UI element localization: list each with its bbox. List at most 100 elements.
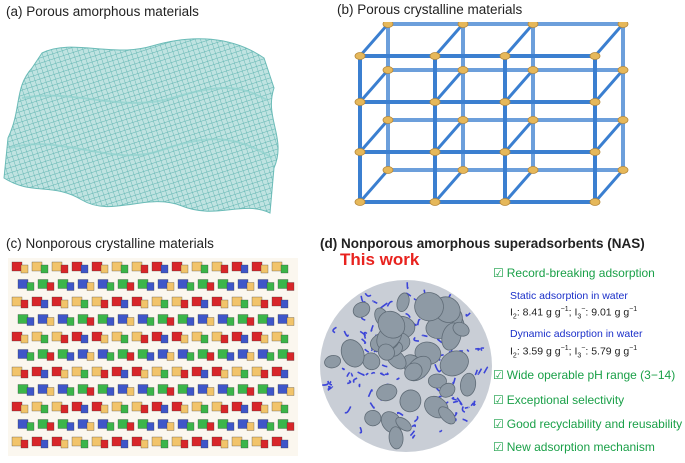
crystal-block (260, 264, 269, 274)
crystal-block (126, 352, 135, 361)
linker-strand (452, 400, 459, 404)
crystal-block (171, 261, 183, 272)
crystal-block (137, 349, 149, 359)
crystal-block (66, 317, 75, 326)
lattice-node (527, 166, 539, 174)
crystal-block (31, 261, 43, 272)
linker-strand (332, 326, 337, 334)
crystal-block (46, 422, 55, 431)
lattice-node (499, 198, 511, 206)
crystal-block (246, 387, 255, 396)
crystal-block (11, 331, 23, 342)
crystal-block (231, 261, 243, 272)
crystal-block (251, 436, 263, 447)
crystal-block (206, 352, 215, 361)
molecular-disc (377, 310, 406, 339)
linker-strand (386, 300, 393, 307)
crystal-block (277, 279, 289, 289)
crystal-block (191, 261, 203, 272)
linker-strand (361, 338, 367, 344)
linker-strand (413, 336, 419, 342)
lattice-node (589, 198, 601, 206)
molecular-disc (377, 343, 395, 361)
lattice-node (527, 116, 539, 124)
crystal-block (131, 261, 143, 272)
crystal-block (226, 422, 235, 431)
crystal-block (280, 439, 289, 449)
crystal-block (217, 384, 229, 394)
crystal-block (100, 334, 109, 344)
crystal-block (120, 299, 129, 309)
crystal-block (171, 296, 183, 307)
lattice-node (354, 198, 366, 206)
crystal-block (180, 369, 189, 379)
lattice-node (354, 52, 366, 60)
crystal-block (186, 282, 195, 291)
crystal-block (46, 352, 55, 361)
crystal-block (160, 264, 169, 274)
crystal-block (200, 369, 209, 379)
crystal-block (200, 439, 209, 449)
crystal-block (120, 369, 129, 379)
linker-strand (405, 312, 411, 319)
linker-strand (341, 367, 346, 371)
crystal-block (26, 352, 35, 361)
crystal-block (51, 401, 63, 412)
crystal-block (80, 264, 89, 274)
crystal-block (26, 422, 35, 431)
molecular-disc (438, 406, 456, 425)
lattice-node (382, 166, 394, 174)
linker-strand (406, 282, 409, 290)
crystal-block (31, 401, 43, 412)
lattice-node (589, 98, 601, 106)
crystal-block (240, 334, 249, 344)
feature-label: Record-breaking adsorption (506, 266, 655, 280)
i3-symbol: ; I (568, 306, 578, 319)
lattice-rod (503, 69, 535, 103)
linker-strand (412, 434, 416, 439)
crystal-block (37, 384, 49, 394)
crystal-block (126, 387, 135, 396)
crystal-block (251, 261, 263, 272)
feature-label: New adsorption mechanism (506, 440, 655, 454)
linker-strand (483, 366, 489, 374)
crystal-block (11, 436, 23, 447)
molecular-disc (414, 292, 444, 322)
crystal-block (60, 299, 69, 309)
static-i3-value: : 9.01 g g (585, 306, 630, 319)
crystal-block (171, 331, 183, 342)
lattice-rod (503, 169, 535, 203)
linker-strand (411, 424, 417, 428)
linker-strand (381, 364, 388, 368)
crystal-block (66, 422, 75, 431)
linker-strand (357, 371, 365, 376)
crystal-block (86, 317, 95, 326)
lattice-node (382, 66, 394, 74)
linker-strand (379, 372, 386, 377)
dynamic-i3-value: : 5.79 g g (585, 345, 630, 358)
crystal-block (40, 334, 49, 344)
crystal-block (106, 317, 115, 326)
crystal-block (126, 282, 135, 291)
crystal-block (26, 282, 35, 291)
crystal-block (77, 279, 89, 289)
checkbox-icon: ☑ (493, 440, 504, 454)
crystal-block (226, 317, 235, 326)
linker-strand (327, 385, 331, 390)
lattice-node (382, 116, 394, 124)
lattice-node (589, 52, 601, 60)
linker-strand (364, 292, 372, 297)
lattice-rod (503, 23, 535, 57)
molecular-disc (439, 350, 469, 377)
crystal-block (111, 401, 123, 412)
crystal-block (71, 331, 83, 342)
crystal-block (260, 439, 269, 449)
crystal-block (160, 299, 169, 309)
checkbox-icon: ☑ (493, 368, 504, 382)
crystal-block (91, 436, 103, 447)
crystal-block (106, 422, 115, 431)
feature-selectivity: ☑Exceptional selectivity (493, 393, 624, 407)
crystal-block (271, 261, 283, 272)
crystal-block (97, 314, 109, 324)
molecular-disc (395, 416, 412, 432)
